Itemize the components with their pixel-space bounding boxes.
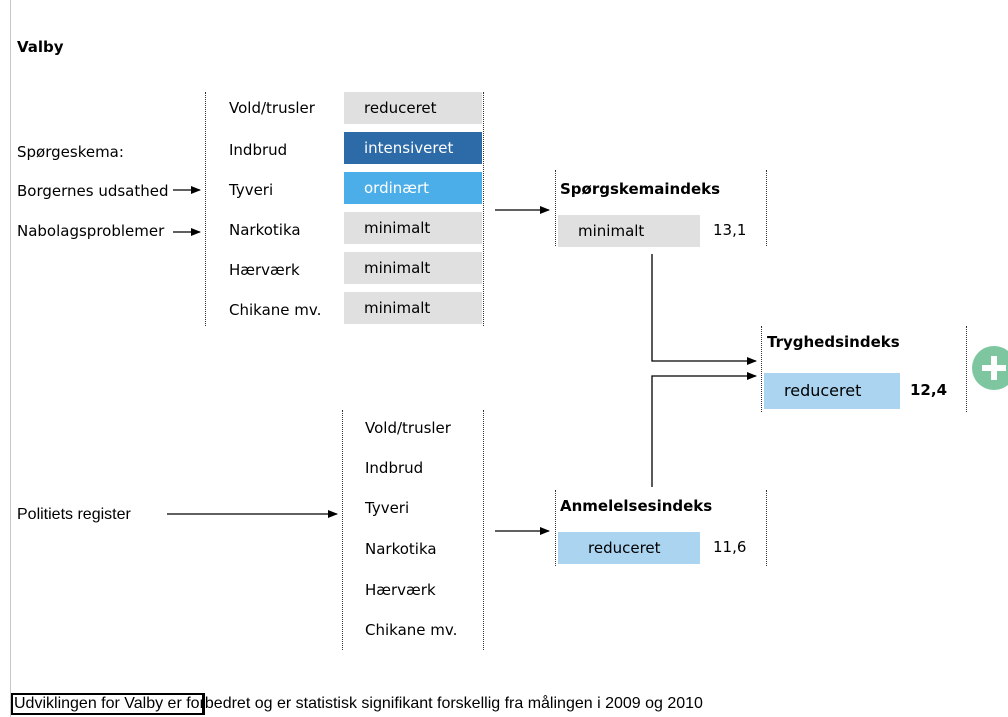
survey-level-theft: ordinært — [344, 172, 482, 204]
survey-index-left-divider — [555, 170, 556, 246]
safety-index-title: Tryghedsindeks — [767, 333, 900, 351]
police-category-vandalism: Hærværk — [365, 581, 436, 599]
survey-input-exposure: Borgernes udsathed — [17, 182, 169, 200]
footer-selection-box[interactable] — [11, 693, 205, 715]
police-category-right-divider — [483, 410, 484, 650]
safety-index-left-divider — [761, 326, 762, 412]
arrow-survey-index-to-safety — [651, 254, 757, 365]
police-category-left-divider — [342, 410, 343, 650]
page-edge — [10, 0, 11, 717]
survey-level-divider — [483, 92, 484, 326]
police-category-harassment: Chikane mv. — [365, 621, 458, 639]
survey-input-neighbourhood: Nabolagsproblemer — [17, 222, 165, 240]
safety-index-value: 12,4 — [910, 381, 948, 399]
survey-level-vandalism: minimalt — [344, 252, 482, 284]
survey-category-violence: Vold/trusler — [229, 99, 315, 117]
footer-selected-text[interactable]: Udviklingen for Valby e — [14, 695, 177, 712]
arrow-report-index-to-safety — [651, 372, 757, 487]
survey-category-vandalism: Hærværk — [229, 261, 300, 279]
police-category-narcotics: Narkotika — [365, 540, 437, 558]
police-register-label: Politiets register — [17, 506, 131, 523]
survey-level-harassment: minimalt — [344, 292, 482, 324]
report-index-left-divider — [555, 490, 556, 566]
plus-circle-icon[interactable] — [972, 346, 1008, 390]
page-title: Valby — [17, 38, 64, 56]
survey-category-harassment: Chikane mv. — [229, 301, 322, 319]
survey-index-right-divider — [766, 170, 767, 246]
report-index-right-divider — [766, 490, 767, 566]
survey-label: Spørgeskema: — [17, 143, 124, 161]
safety-index-level: reduceret — [764, 373, 900, 409]
survey-index-title: Spørgskemaindeks — [560, 180, 721, 198]
survey-index-value: 13,1 — [713, 221, 747, 239]
report-index-value: 11,6 — [713, 538, 747, 556]
report-index-level: reduceret — [558, 532, 700, 564]
survey-category-narcotics: Narkotika — [229, 221, 301, 239]
report-index-title: Anmelelsesindeks — [560, 497, 713, 515]
survey-level-violence: reduceret — [344, 92, 482, 124]
police-category-violence: Vold/trusler — [365, 419, 451, 437]
survey-index-level: minimalt — [558, 215, 700, 247]
safety-index-right-divider — [966, 326, 967, 412]
police-category-theft: Tyveri — [365, 499, 410, 517]
survey-category-theft: Tyveri — [229, 181, 274, 199]
survey-level-burglary: intensiveret — [344, 132, 482, 164]
footer-rest-text: r forbedret og er statistisk signifikant… — [176, 695, 703, 712]
survey-category-burglary: Indbrud — [229, 141, 288, 159]
survey-category-divider — [205, 92, 206, 326]
police-category-burglary: Indbrud — [365, 459, 424, 477]
footer-text: Udviklingen for Valby er forbedret og er… — [14, 695, 703, 713]
survey-level-narcotics: minimalt — [344, 212, 482, 244]
